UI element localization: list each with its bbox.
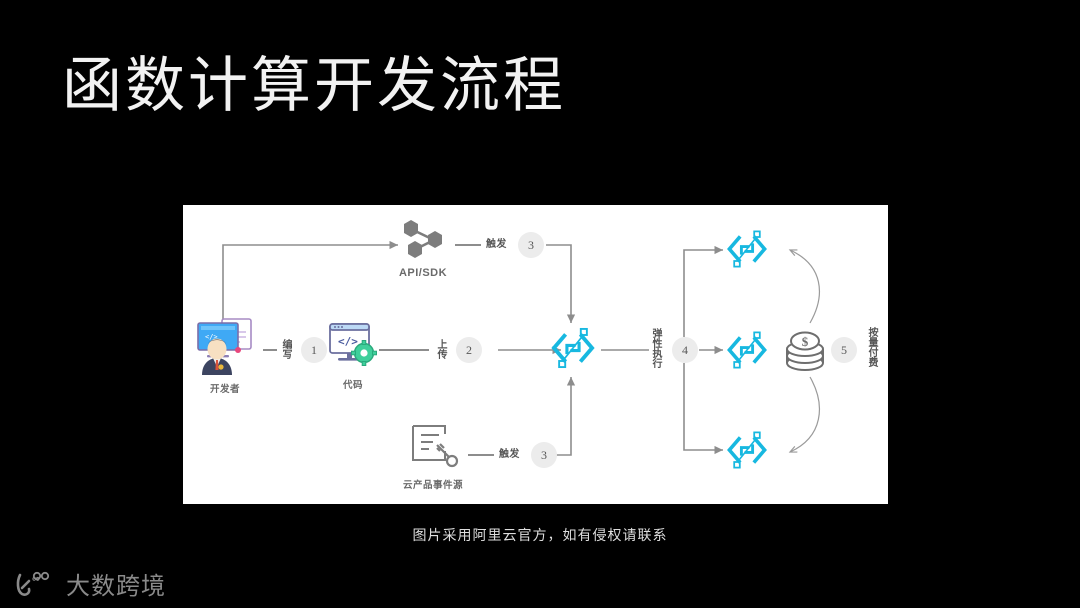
cloud-event-source-icon — [412, 425, 459, 468]
function-compute-icon — [727, 331, 767, 369]
page-title: 函数计算开发流程 — [62, 52, 566, 119]
step-circle-4[interactable]: 4 — [672, 337, 698, 363]
step-label-write: 编写 — [280, 339, 291, 359]
code-monitor-gear-icon: </> — [329, 323, 377, 366]
developer-workstation-icon: </> — [197, 318, 252, 375]
coin-stack-icon: $ — [786, 331, 824, 371]
svg-text:$: $ — [802, 334, 809, 349]
node-code[interactable]: </> 代码 — [325, 321, 381, 391]
footer-brand-name: 大数跨境 — [66, 573, 166, 600]
step-label-trigger-api: 触发 — [486, 239, 507, 250]
node-developer-label: 开发者 — [209, 384, 240, 395]
node-api-sdk-label: API/SDK — [398, 267, 448, 279]
diagram-panel: </> 开发者 编写 1 </> — [183, 205, 888, 504]
svg-text:</>: </> — [338, 335, 358, 348]
infinity-k-logo-icon: ∞ — [16, 571, 50, 596]
dash-dev-to-step1 — [263, 349, 277, 351]
node-code-label: 代码 — [342, 380, 363, 391]
dash-apisdk-to-trigger — [455, 244, 481, 246]
node-function-instance-bottom[interactable] — [723, 426, 771, 474]
node-billing[interactable]: $ — [779, 325, 831, 377]
api-sdk-nodes-icon — [404, 220, 442, 258]
step-label-trigger-event: 触发 — [499, 449, 520, 460]
node-function-instance-mid[interactable] — [723, 326, 771, 374]
function-compute-icon — [551, 327, 595, 369]
dash-code-to-upload — [379, 349, 429, 351]
node-api-sdk[interactable]: API/SDK — [388, 217, 458, 279]
function-compute-icon — [727, 431, 767, 469]
node-function-instance-top[interactable] — [723, 225, 771, 273]
svg-text:</>: </> — [205, 333, 218, 341]
step-circle-5[interactable]: 5 — [831, 337, 857, 363]
dash-eventsource-to-trigger — [468, 454, 494, 456]
node-event-source[interactable]: 云产品事件源 — [398, 423, 468, 491]
step-label-elastic-exec: 弹性执行 — [650, 328, 661, 368]
image-credit-caption: 图片采用阿里云官方，如有侵权请联系 — [412, 527, 668, 543]
footer-brand[interactable]: ∞ 大数跨境 — [12, 566, 166, 601]
step-circle-3-event[interactable]: 3 — [531, 442, 557, 468]
function-compute-icon — [727, 230, 767, 268]
step-circle-1[interactable]: 1 — [301, 337, 327, 363]
node-function-main[interactable] — [547, 322, 599, 374]
step-label-pay-per-use: 按量付费 — [866, 327, 877, 367]
step-circle-2[interactable]: 2 — [456, 337, 482, 363]
step-circle-3-api[interactable]: 3 — [518, 232, 544, 258]
step-label-upload: 上传 — [435, 339, 446, 359]
node-developer[interactable]: </> 开发者 — [191, 317, 259, 395]
node-event-source-label: 云产品事件源 — [402, 480, 463, 491]
